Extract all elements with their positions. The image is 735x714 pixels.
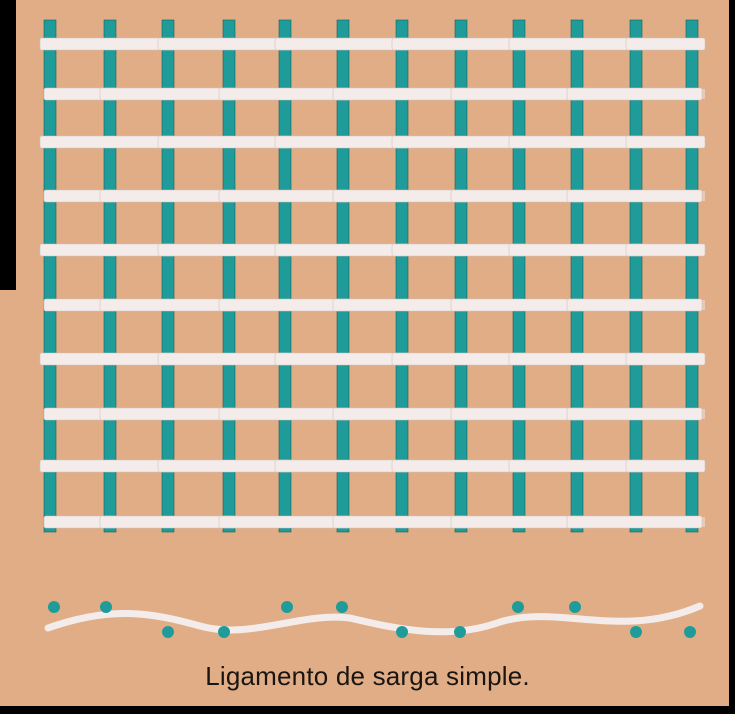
warp-dot-upper (48, 601, 60, 613)
scan-border-bottom (0, 706, 735, 714)
weft-float (333, 408, 471, 420)
weft-float (100, 190, 239, 202)
weft-float (567, 408, 702, 420)
warp-dot-lower (162, 626, 174, 638)
warp-dot-lower (684, 626, 696, 638)
weft-float (509, 244, 646, 256)
warp-dot-lower (396, 626, 408, 638)
weft-float (333, 516, 471, 528)
scan-border-left (0, 0, 16, 290)
weft-float (275, 244, 412, 256)
warp-dot-lower (454, 626, 466, 638)
weft-float (626, 38, 705, 50)
weft-float (451, 299, 587, 311)
weft-float (509, 38, 646, 50)
weft-float (40, 353, 178, 365)
weft-float (626, 244, 705, 256)
weft-float (392, 353, 529, 365)
warp-dot-upper (100, 601, 112, 613)
weft-float (509, 460, 646, 472)
weft-float (626, 136, 705, 148)
warp-dot-upper (336, 601, 348, 613)
weft-float (451, 408, 587, 420)
weft-float (567, 88, 702, 100)
warp-dot-upper (512, 601, 524, 613)
weft-float (333, 88, 471, 100)
weft-float (100, 516, 239, 528)
weft-float (275, 136, 412, 148)
weft-float (40, 460, 178, 472)
weft-float (567, 516, 702, 528)
weft-float (158, 136, 295, 148)
weft-float (567, 190, 702, 202)
weft-float (392, 38, 529, 50)
weft-float (158, 460, 295, 472)
weft-float (275, 353, 412, 365)
weft-float (275, 460, 412, 472)
weft-float (451, 88, 587, 100)
weft-float (158, 353, 295, 365)
warp-dot-lower (218, 626, 230, 638)
weft-float (567, 299, 702, 311)
weft-float (392, 460, 529, 472)
weft-float (333, 299, 471, 311)
weft-float (100, 88, 239, 100)
weft-float (509, 353, 646, 365)
weft-float (392, 244, 529, 256)
weft-float (40, 244, 178, 256)
warp-dot-upper (281, 601, 293, 613)
weft-float (451, 190, 587, 202)
warp-dot-upper (569, 601, 581, 613)
weft-float (392, 136, 529, 148)
weft-float (40, 38, 178, 50)
weft-float (333, 190, 471, 202)
weft-float (451, 516, 587, 528)
weft-float (275, 38, 412, 50)
weft-float (100, 299, 239, 311)
weft-float (40, 136, 178, 148)
figure-caption: Ligamento de sarga simple. (0, 661, 735, 692)
weft-float (158, 38, 295, 50)
weft-float (626, 353, 705, 365)
weft-float (158, 244, 295, 256)
weft-float (626, 460, 705, 472)
weft-float (100, 408, 239, 420)
warp-dot-lower (630, 626, 642, 638)
scan-border-right (729, 0, 735, 714)
weft-float (509, 136, 646, 148)
